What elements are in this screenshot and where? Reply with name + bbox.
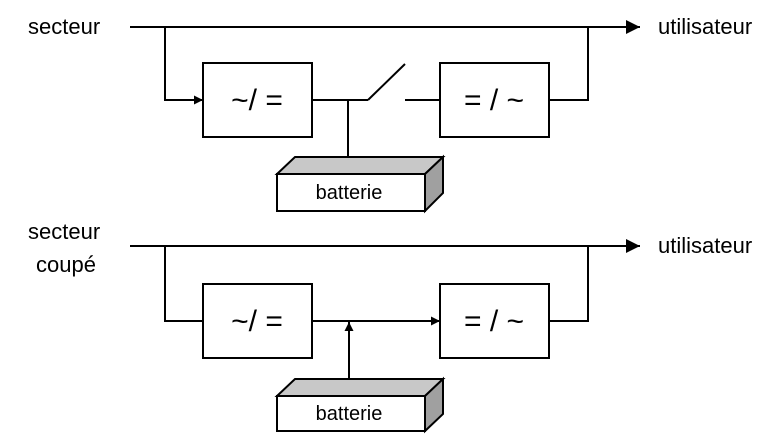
top-inverter-label: = / ~ <box>464 84 524 117</box>
bottom-battery-label: batterie <box>316 403 383 425</box>
bottom-battery: batterie <box>274 376 446 434</box>
bottom-inverter-output-wire <box>549 246 589 322</box>
bottom-rectifier-input-wire <box>164 246 203 322</box>
bottom-source-label-line1: secteur <box>28 219 100 244</box>
top-battery-front-face <box>276 173 426 212</box>
top-rectifier-input-wire <box>164 27 203 105</box>
top-source-label: secteur <box>28 14 100 39</box>
top-battery-label: batterie <box>316 182 383 204</box>
top-output-label: utilisateur <box>658 14 752 39</box>
top-battery: batterie <box>274 154 446 214</box>
bottom-output-label: utilisateur <box>658 233 752 258</box>
bottom-battery-front-face <box>276 395 426 432</box>
bottom-source-label-line2: coupé <box>36 252 96 277</box>
bottom-diagram: secteur coupé utilisateur ~/ = = / ~ bat… <box>28 219 752 434</box>
bottom-inverter-label: = / ~ <box>464 305 524 338</box>
bottom-rectifier-box <box>202 283 313 359</box>
top-open-switch <box>367 63 406 101</box>
top-battery-top-face <box>274 156 446 175</box>
top-rectifier-label: ~/ = <box>231 84 283 117</box>
top-inverter-box <box>439 62 550 138</box>
top-inverter-output-wire <box>549 27 589 101</box>
top-diagram: secteur utilisateur ~/ = = / ~ batterie <box>28 14 752 214</box>
bottom-inverter-box <box>439 283 550 359</box>
bottom-battery-top-face <box>274 378 446 397</box>
bottom-rectifier-label: ~/ = <box>231 305 283 338</box>
